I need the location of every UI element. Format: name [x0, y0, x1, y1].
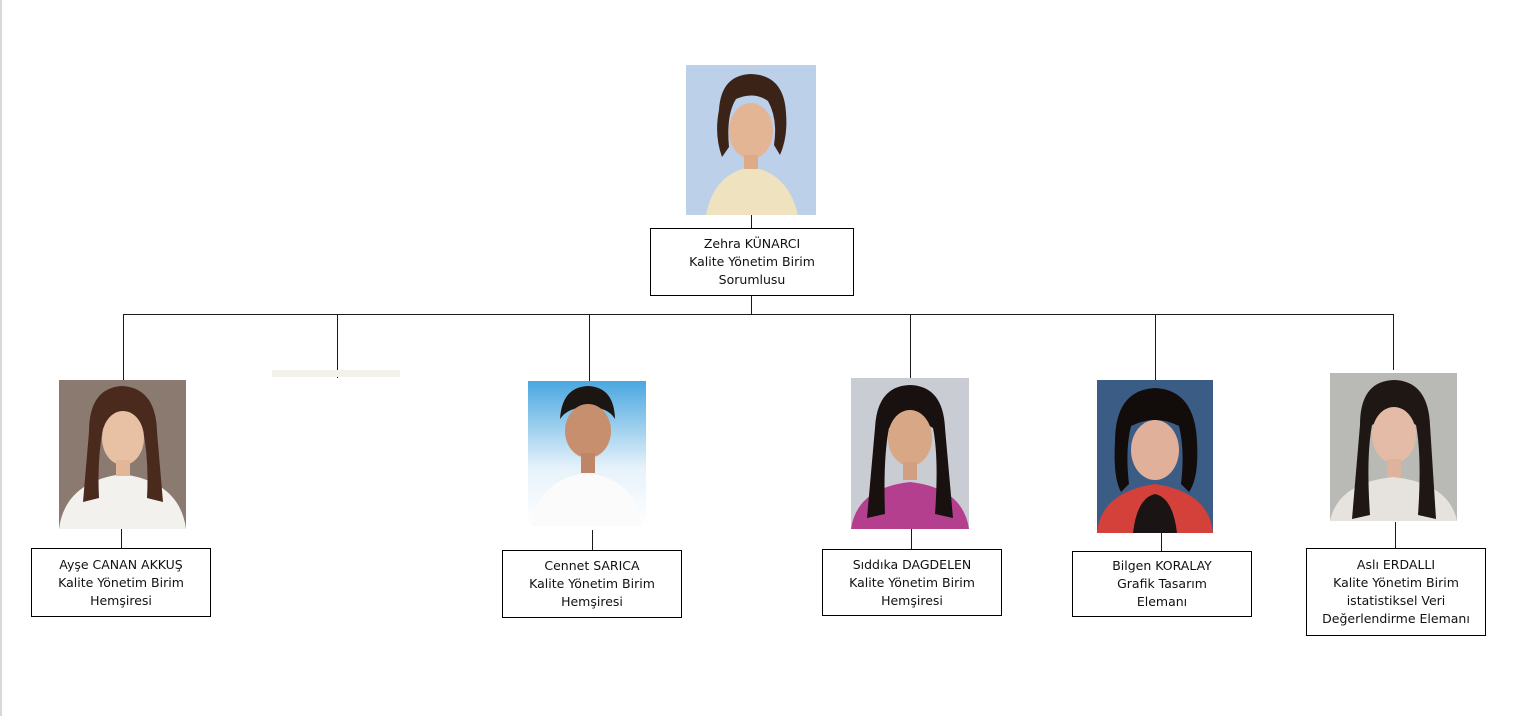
member-title-line: Kalite Yönetim Birim	[1333, 575, 1459, 590]
connector-photo-to-box-1	[121, 528, 122, 548]
member-name: Cennet SARICA	[544, 558, 640, 573]
head-name: Zehra KÜNARCI	[703, 236, 801, 251]
connector-drop-1	[123, 314, 124, 380]
connector-photo-to-box-5	[1395, 522, 1396, 548]
member-portrait-photo	[1330, 373, 1457, 521]
member-portrait-photo	[851, 378, 969, 529]
member-name: Sıddıka DAGDELEN	[852, 556, 972, 572]
head-title-line: Kalite Yönetim Birim	[689, 254, 815, 269]
member-title-line: istatistiksel Veri	[1346, 593, 1446, 608]
connector-head-photo-to-box	[751, 214, 752, 228]
head-portrait-photo	[686, 65, 816, 215]
member-portrait-photo	[1097, 380, 1213, 533]
member-title-line: Kalite Yönetim Birim	[849, 574, 975, 590]
member-title-line: Grafik Tasarım	[1117, 576, 1207, 591]
connector-head-to-bus	[751, 295, 752, 315]
member-title-line: Hemşiresi	[561, 594, 623, 609]
head-title-line: Sorumlusu	[718, 272, 786, 287]
member-info-box: Aslı ERDALLI Kalite Yönetim Birim istati…	[1306, 548, 1486, 636]
member-title-line: Değerlendirme Elemanı	[1322, 611, 1470, 626]
member-title-line: Hemşiresi	[90, 592, 152, 608]
member-info-box: Sıddıka DAGDELEN Kalite Yönetim Birim He…	[822, 549, 1002, 616]
member-title-line: Hemşiresi	[881, 592, 943, 608]
head-info-box: Zehra KÜNARCI Kalite Yönetim Birim Sorum…	[650, 228, 854, 296]
connector-drop-4	[1155, 314, 1156, 380]
page-edge	[0, 0, 2, 716]
member-name: Aslı ERDALLI	[1356, 557, 1436, 572]
member-info-box: Cennet SARICA Kalite Yönetim Birim Hemşi…	[502, 550, 682, 618]
connector-photo-to-box-4	[1161, 532, 1162, 551]
member-portrait-photo	[528, 381, 646, 526]
member-name: Ayşe CANAN AKKUŞ	[59, 556, 183, 572]
member-title-line: Kalite Yönetim Birim	[529, 576, 655, 591]
member-info-box: Bilgen KORALAY Grafik Tasarım Elemanı	[1072, 551, 1252, 617]
member-name: Bilgen KORALAY	[1112, 558, 1212, 573]
connector-photo-to-box-2	[592, 530, 593, 550]
connector-drop-empty	[337, 314, 338, 378]
empty-photo-placeholder	[272, 370, 400, 377]
member-title-line: Kalite Yönetim Birim	[58, 574, 184, 590]
member-portrait-photo	[59, 380, 186, 529]
connector-horizontal-bus	[123, 314, 1394, 315]
connector-drop-5	[1393, 314, 1394, 370]
connector-drop-2	[589, 314, 590, 381]
connector-drop-3	[910, 314, 911, 378]
member-title-line: Elemanı	[1136, 594, 1188, 609]
connector-photo-to-box-3	[911, 529, 912, 549]
member-info-box: Ayşe CANAN AKKUŞ Kalite Yönetim Birim He…	[31, 548, 211, 617]
